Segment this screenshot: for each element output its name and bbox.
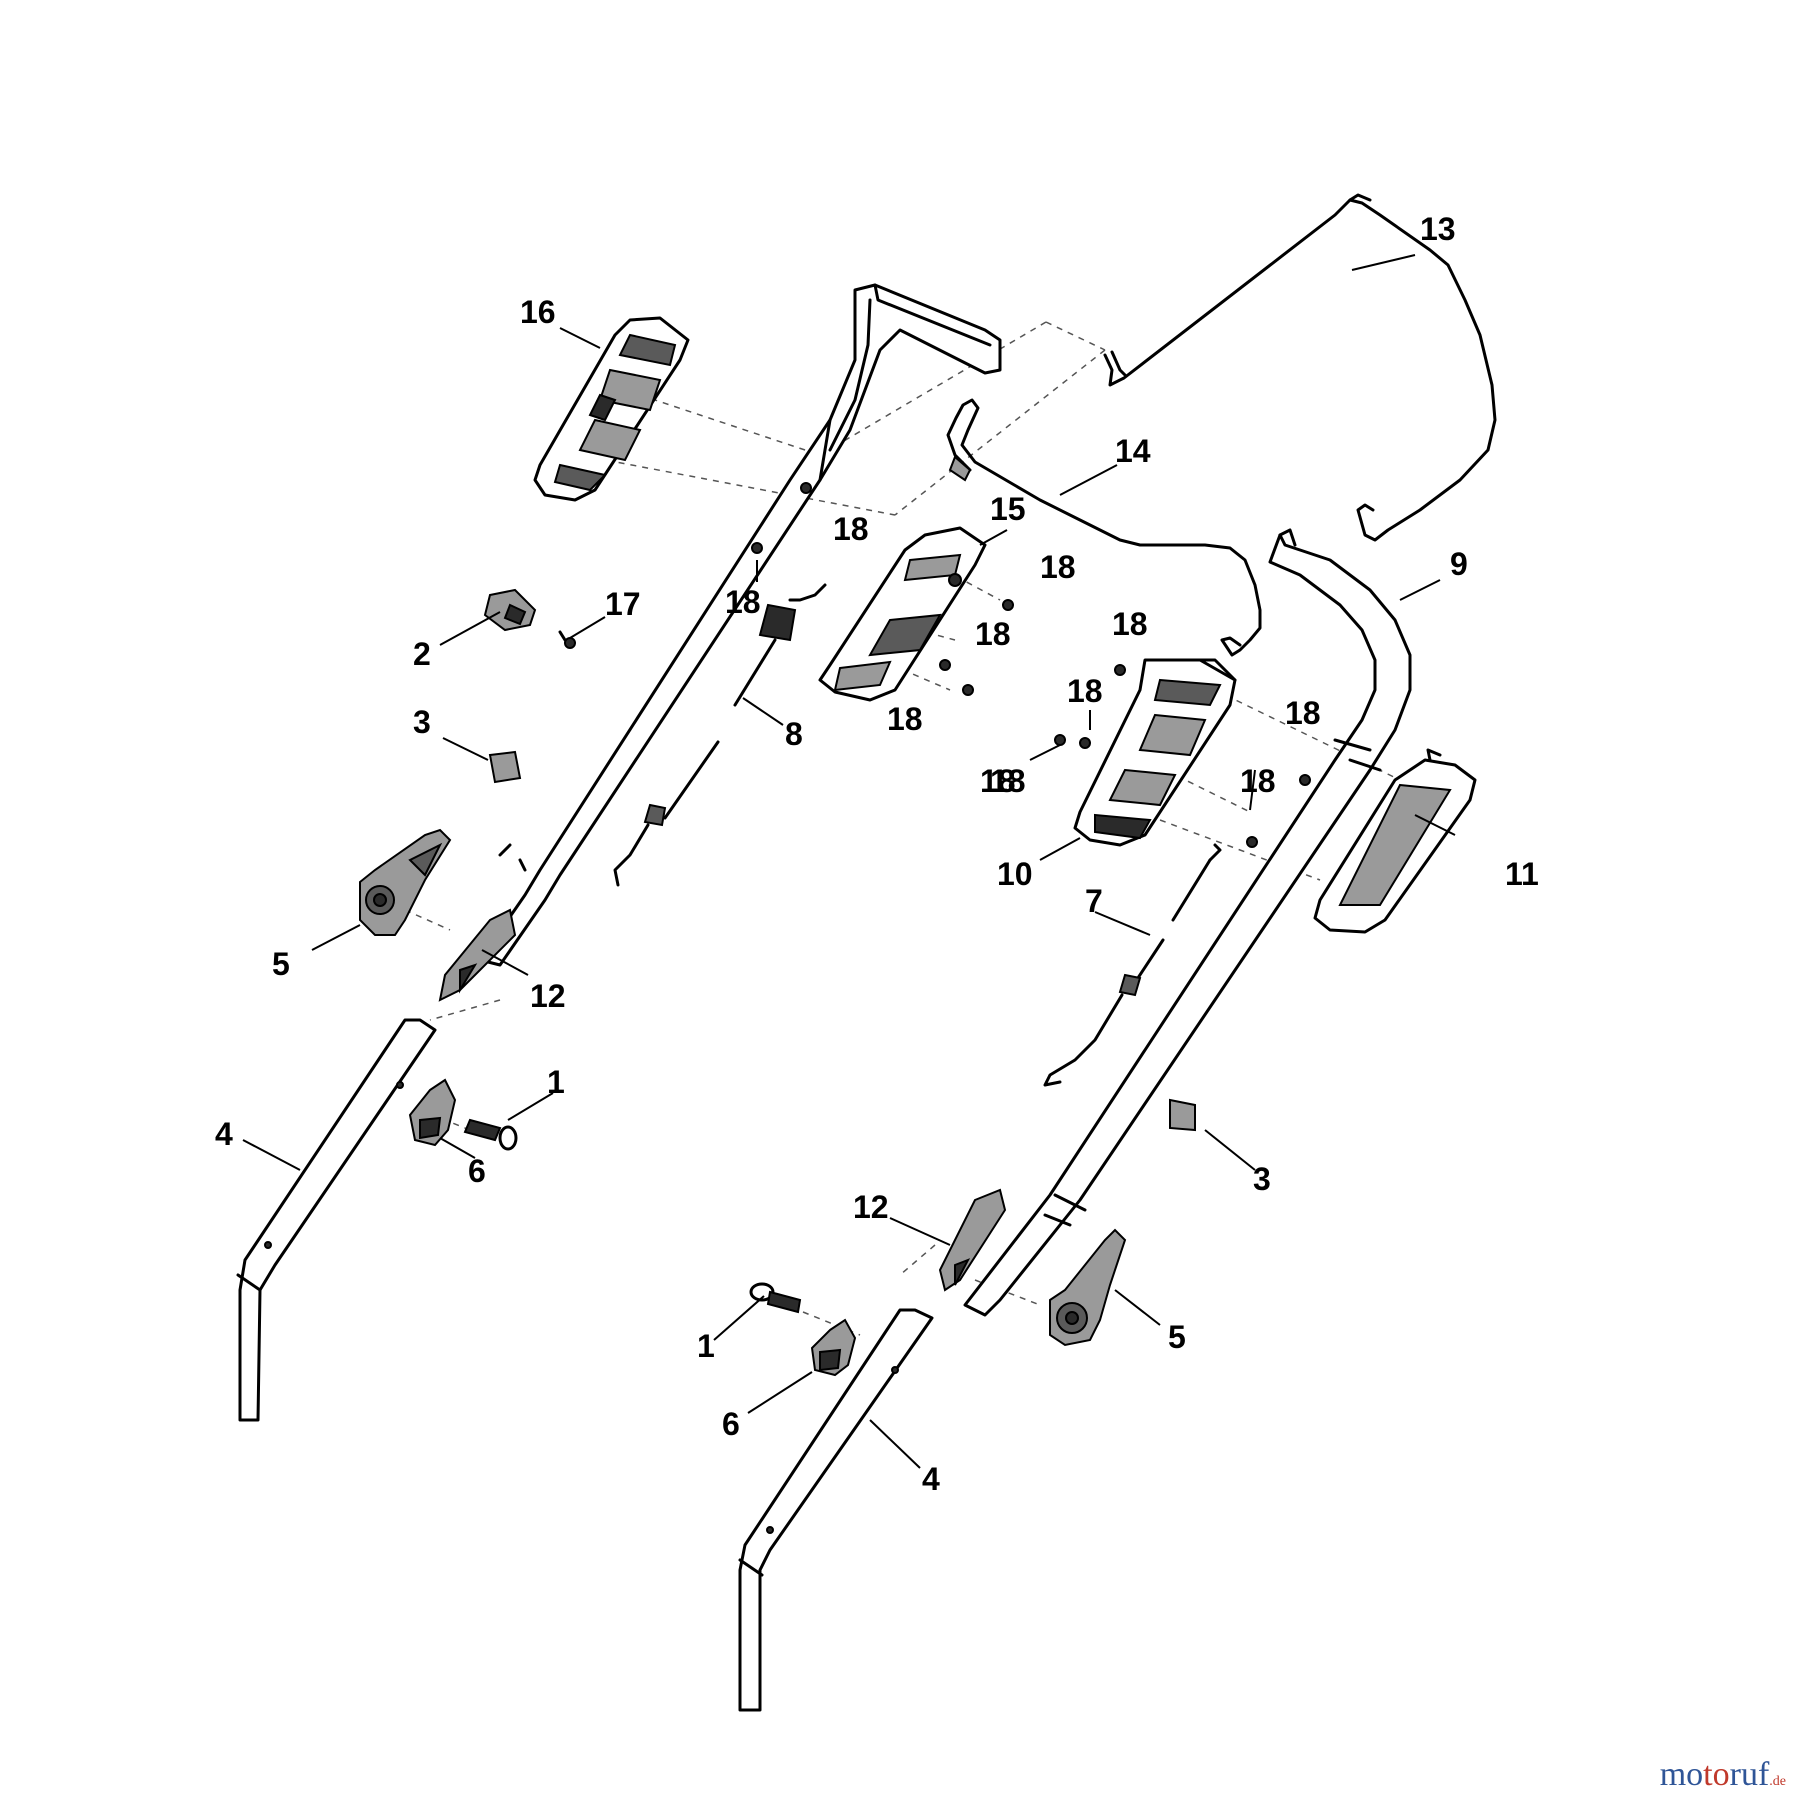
callout-6: 6 (468, 1153, 486, 1189)
screw-17 (558, 630, 576, 649)
clamp-left-lower (408, 1078, 457, 1147)
console-cover-left (533, 316, 690, 502)
clamp-right (938, 1188, 1007, 1292)
switch-block-left (483, 588, 537, 632)
lower-tube-left (236, 1018, 437, 1422)
handle-tube-left-upper (478, 283, 1002, 967)
callout-6: 6 (722, 1406, 740, 1442)
spacer-right (1169, 1098, 1196, 1132)
callout-5: 5 (1168, 1319, 1186, 1355)
bail-bar-upper (1103, 193, 1497, 542)
bail-bar-lower (946, 398, 1262, 657)
quick-release-lever-left (359, 828, 452, 936)
callout-1: 1 (697, 1328, 715, 1364)
callout-18: 18 (833, 511, 869, 547)
callout-18: 18 (1067, 673, 1103, 709)
cover-right (1313, 748, 1477, 934)
callout-7: 7 (1085, 883, 1103, 919)
callout-18: 18 (1240, 763, 1276, 799)
callout-18: 18 (1040, 549, 1076, 585)
callout-14: 14 (1115, 433, 1151, 469)
callout-18: 18 (980, 763, 1016, 799)
callout-labels: 13 16 14 18 15 9 18 17 18 18 2 18 18 3 8… (215, 211, 1539, 1497)
callout-1: 1 (547, 1064, 565, 1100)
callout-18: 18 (990, 763, 1026, 799)
callout-12: 12 (853, 1189, 889, 1225)
callout-18: 18 (725, 584, 761, 620)
callout-3: 3 (1253, 1161, 1271, 1197)
console-right (1073, 658, 1237, 847)
callout-15: 15 (990, 491, 1026, 527)
callout-9: 9 (1450, 546, 1468, 582)
callout-3: 3 (413, 704, 431, 740)
callout-16: 16 (520, 294, 556, 330)
callout-4: 4 (922, 1461, 940, 1497)
callout-18: 18 (887, 701, 923, 737)
bolt-left (463, 1118, 518, 1151)
callout-18: 18 (1285, 695, 1321, 731)
watermark-tld: .de (1769, 1774, 1786, 1789)
watermark-part-3: ruf (1729, 1756, 1770, 1793)
control-cable-right (1043, 843, 1222, 1087)
lower-tube-right (738, 1308, 934, 1712)
spacer-left (488, 750, 522, 784)
center-cover (818, 526, 987, 702)
clamp-left-upper (438, 908, 517, 1002)
watermark-logo: motoruf.de (1660, 1756, 1786, 1794)
callout-4: 4 (215, 1116, 233, 1152)
callout-18: 18 (1112, 606, 1148, 642)
handle-tube-right (963, 528, 1412, 1317)
leader-lines (242, 254, 1456, 1469)
control-cable-left (613, 583, 827, 887)
clamp-right-lower (810, 1318, 857, 1377)
callout-17: 17 (605, 586, 641, 622)
callout-8: 8 (785, 716, 803, 752)
watermark-part-2: to (1703, 1756, 1730, 1793)
screws-18 (751, 482, 1311, 848)
callout-5: 5 (272, 946, 290, 982)
callout-2: 2 (413, 636, 431, 672)
callout-18: 18 (975, 616, 1011, 652)
quick-release-lever-right (1049, 1228, 1127, 1347)
callout-10: 10 (997, 856, 1033, 892)
bolt-right (749, 1282, 802, 1314)
callout-13: 13 (1420, 211, 1456, 247)
callout-11: 11 (1505, 856, 1539, 892)
callout-12: 12 (530, 978, 566, 1014)
watermark-part-1: mo (1659, 1756, 1704, 1793)
